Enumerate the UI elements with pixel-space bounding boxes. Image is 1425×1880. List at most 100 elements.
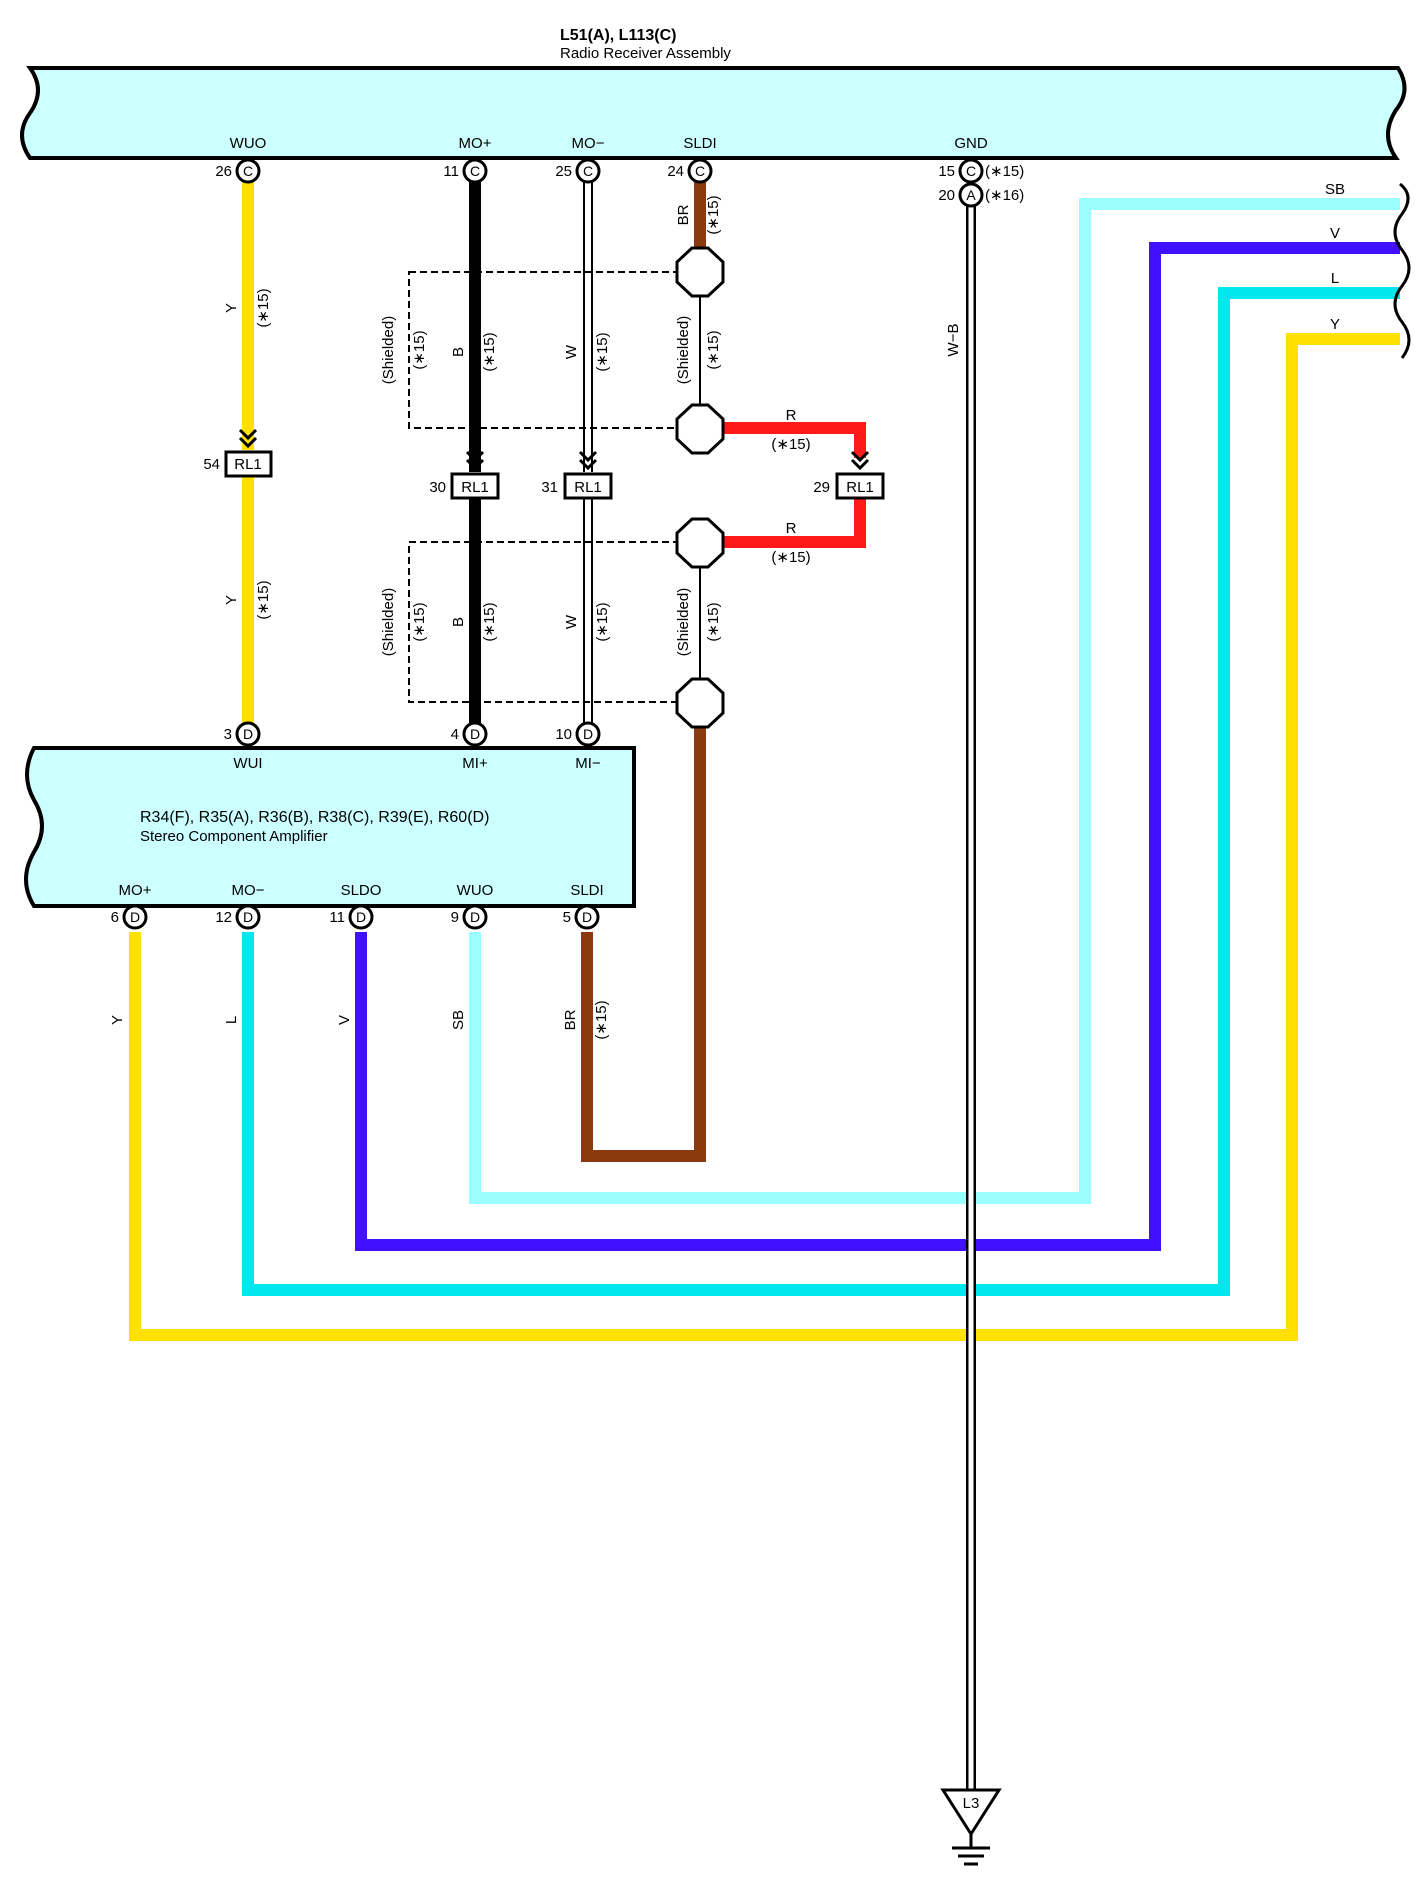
wire-note-r-1: (∗15) — [771, 436, 810, 453]
amp-pin-mim-letter: D — [583, 726, 593, 742]
amp-pin-sldi-letter: D — [582, 909, 592, 925]
receiver-pin-sldi-num: 24 — [667, 163, 684, 180]
amp-pin-wui-letter: D — [243, 726, 253, 742]
relay-31-num: 31 — [541, 479, 558, 496]
wire-label-y-amp: Y — [109, 1015, 126, 1025]
amp-pin-wui — [235, 721, 261, 747]
relay-54 — [224, 428, 273, 478]
wire-label-y-right: Y — [1330, 316, 1340, 333]
amp-pin-wuo-num: 9 — [451, 909, 459, 926]
wire-sb — [469, 198, 1400, 1204]
receiver-pin-gnd-num: 15 — [938, 163, 955, 180]
amp-pin-mop — [122, 904, 148, 930]
relay-54-label: RL1 — [234, 456, 262, 473]
wire-label-w-2: W — [563, 614, 580, 629]
relay-30-num: 30 — [429, 479, 446, 496]
wire-note-w-1: (∗15) — [594, 332, 611, 371]
shield-label-4: (Shielded) — [675, 588, 692, 656]
amp-pin-mim-label: MI− — [575, 755, 601, 772]
receiver-pin-gnd-label: GND — [954, 135, 988, 152]
amp-pin-mop-num: 6 — [111, 909, 119, 926]
shield-junction-2 — [675, 403, 725, 455]
amp-pin-mim-num: 10 — [555, 726, 572, 743]
receiver-pin-mop — [462, 158, 488, 184]
wire-label-v-amp: V — [336, 1015, 353, 1025]
wire-label-r-1: R — [786, 407, 797, 424]
amp-pin-mip-num: 4 — [451, 726, 459, 743]
amplifier-name: Stereo Component Amplifier — [140, 828, 328, 845]
relay-29-num: 29 — [813, 479, 830, 496]
receiver-pin-wuo-label: WUO — [230, 135, 267, 152]
wire-y-long — [129, 333, 1400, 1341]
shield-label-2: (Shielded) — [380, 588, 397, 656]
amp-pin-mom — [235, 904, 261, 930]
shield-note-3: (∗15) — [705, 330, 722, 369]
amp-pin-sldo — [348, 904, 374, 930]
amp-pin-mop-letter: D — [130, 909, 140, 925]
wire-label-b-1: B — [450, 347, 467, 357]
receiver-pin-gnd-c — [958, 158, 984, 184]
receiver-pin-sldi-label: SLDI — [683, 135, 716, 152]
receiver-pin-wuo-letter: C — [243, 163, 253, 179]
shield-note-2: (∗15) — [411, 602, 428, 641]
amp-pin-sldi — [574, 904, 600, 930]
amp-pin-mom-num: 12 — [215, 909, 232, 926]
receiver-pin-gnd-note2: (∗16) — [985, 187, 1024, 204]
wire-r-lower — [723, 497, 866, 548]
amp-pin-mip — [462, 721, 488, 747]
relay-31-label: RL1 — [574, 479, 602, 496]
shield-lower — [408, 541, 701, 703]
relay-29 — [835, 450, 885, 500]
amp-pin-mip-letter: D — [470, 726, 480, 742]
receiver-block — [20, 66, 1407, 160]
receiver-pin-gnd-letter2: A — [966, 187, 976, 203]
amp-pin-sldo-num: 11 — [329, 909, 345, 926]
wire-note-b-2: (∗15) — [481, 602, 498, 641]
receiver-pin-mop-label: MO+ — [459, 135, 492, 152]
wire-note-r-2: (∗15) — [771, 549, 810, 566]
receiver-pin-gnd-num2: 20 — [938, 187, 955, 204]
receiver-pin-gnd-a — [958, 182, 984, 208]
relay-31 — [563, 450, 613, 500]
wire-label-br-1: BR — [675, 204, 692, 225]
amp-pin-sldi-num: 5 — [563, 909, 571, 926]
receiver-ids: L51(A), L113(C) — [560, 27, 676, 44]
wire-r-upper — [723, 422, 866, 458]
wire-label-y-1: Y — [223, 303, 240, 313]
wire-label-b-2: B — [450, 617, 467, 627]
shield-label-3: (Shielded) — [675, 316, 692, 384]
receiver-pin-gnd-note: (∗15) — [985, 163, 1024, 180]
receiver-pin-sldi-letter: C — [695, 163, 705, 179]
wire-l — [242, 287, 1400, 1296]
amp-pin-mom-letter: D — [243, 909, 253, 925]
receiver-pin-mom-label: MO− — [572, 135, 605, 152]
amp-pin-wui-label: WUI — [233, 755, 262, 772]
amp-pin-mip-label: MI+ — [462, 755, 488, 772]
relay-54-num: 54 — [203, 456, 220, 473]
amp-pin-mim — [575, 721, 601, 747]
receiver-pin-gnd-letter: C — [966, 163, 976, 179]
shield-upper — [408, 271, 701, 429]
ground-label: L3 — [963, 1795, 980, 1812]
amp-pin-wuo-letter: D — [470, 909, 480, 925]
amp-pin-sldi-label: SLDI — [570, 882, 603, 899]
shield-junction-4 — [675, 677, 725, 729]
ground-symbol — [940, 1788, 1002, 1866]
wire-label-v-right: V — [1330, 225, 1340, 242]
wire-note-b-1: (∗15) — [481, 332, 498, 371]
receiver-pin-wuo-num: 26 — [215, 163, 232, 180]
wire-label-w-1: W — [563, 344, 580, 359]
receiver-pin-mom-letter: C — [583, 163, 593, 179]
shield-junction-3 — [675, 517, 725, 569]
wire-note-y-2: (∗15) — [255, 580, 272, 619]
relay-29-label: RL1 — [846, 479, 874, 496]
receiver-pin-mom — [575, 158, 601, 184]
shield-note-1: (∗15) — [411, 330, 428, 369]
wire-note-w-2: (∗15) — [594, 602, 611, 641]
receiver-pin-wuo — [235, 158, 261, 184]
amp-pin-wuo — [462, 904, 488, 930]
wire-note-br-amp: (∗15) — [593, 1000, 610, 1039]
wire-label-sb-right: SB — [1325, 181, 1345, 198]
wire-label-br-amp: BR — [562, 1009, 579, 1030]
wire-note-br-1: (∗15) — [705, 195, 722, 234]
